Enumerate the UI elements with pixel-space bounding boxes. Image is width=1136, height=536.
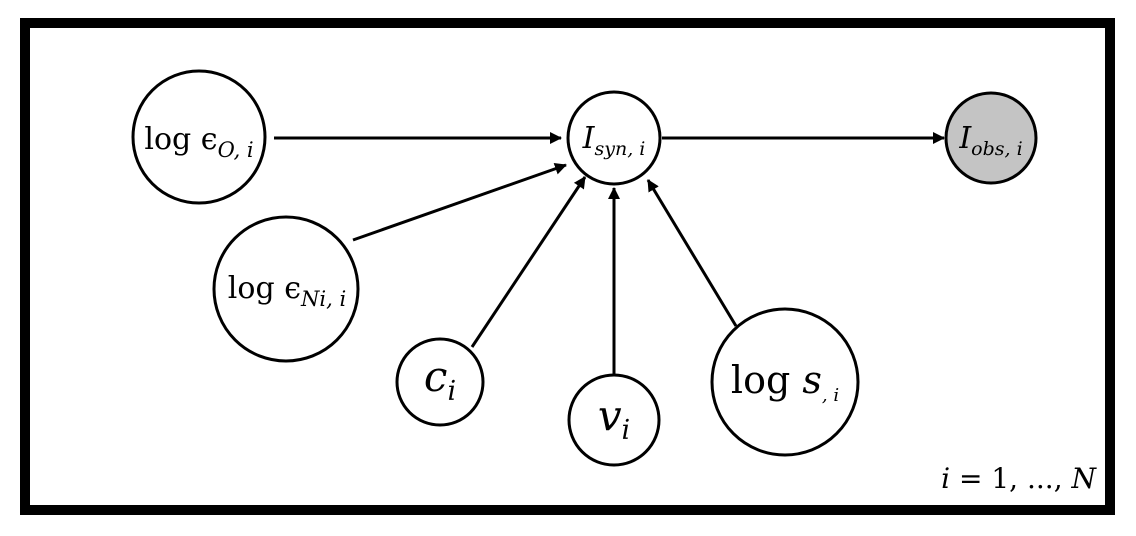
- plate-frame: [20, 18, 1115, 515]
- node-log-eps-o-label: log ϵO, i: [144, 122, 253, 162]
- node-log-eps-o: log ϵO, i: [131, 69, 267, 205]
- node-c-label: ci: [424, 352, 456, 407]
- node-log-s: log s, i: [710, 307, 860, 457]
- edge-log-s-to-i-syn: [646, 179, 738, 327]
- node-v-label: vi: [598, 391, 630, 446]
- edges: [274, 132, 945, 377]
- plate-index-label: i = 1, ..., N: [941, 462, 1097, 495]
- node-i-syn-label: Isyn, i: [582, 121, 646, 160]
- node-log-s-label: log s, i: [731, 358, 839, 406]
- node-i-syn: Isyn, i: [566, 90, 662, 186]
- node-log-s-circle: [710, 307, 860, 457]
- node-v-circle: [567, 373, 661, 467]
- edge-log-eps-ni-to-i-syn: [352, 162, 567, 242]
- node-i-obs: Iobs, i: [944, 91, 1038, 185]
- node-log-eps-ni: log ϵNi, i: [212, 215, 360, 363]
- node-log-eps-o-circle: [131, 69, 267, 205]
- node-i-obs-circle: [944, 91, 1038, 185]
- edge-c-to-i-syn: [470, 176, 587, 348]
- node-v: vi: [567, 373, 661, 467]
- node-i-syn-circle: [566, 90, 662, 186]
- node-c-circle: [395, 337, 485, 427]
- node-log-eps-ni-label: log ϵNi, i: [228, 271, 346, 311]
- node-i-obs-label: Iobs, i: [958, 121, 1022, 160]
- node-log-eps-ni-circle: [212, 215, 360, 363]
- node-c: ci: [395, 337, 485, 427]
